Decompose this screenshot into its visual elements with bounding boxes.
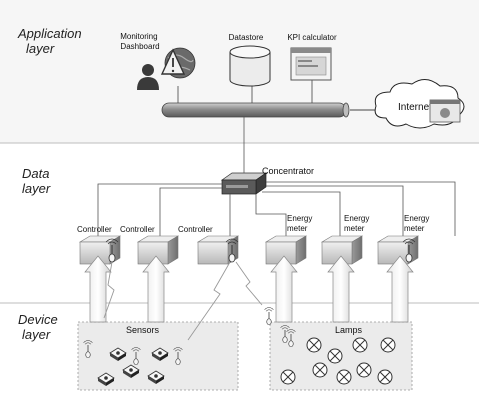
database-icon	[229, 45, 271, 87]
controller-label: Controller	[77, 225, 112, 234]
user-icon	[137, 64, 159, 90]
concentrator-label: Concentrator	[262, 166, 314, 176]
lamp-icon	[312, 362, 328, 378]
warning-triangle-icon	[160, 48, 186, 75]
device-layer-label: Device layer	[18, 312, 61, 342]
lamp-icon	[280, 369, 296, 385]
lamp-icon	[377, 369, 393, 385]
application-layer-label: Application layer	[17, 26, 85, 56]
application-window-icon	[290, 47, 332, 81]
lamp-icon	[306, 337, 322, 353]
internet-label: Internet	[398, 102, 432, 113]
energy-meter-label: Energy meter	[404, 214, 432, 233]
lamp-icon	[380, 337, 396, 353]
lamp-icon	[356, 362, 372, 378]
energy-meter-label: Energy meter	[344, 214, 372, 233]
lamp-icon	[327, 348, 343, 364]
datastore-label: Datastore	[229, 33, 264, 42]
concentrator-device	[220, 172, 268, 195]
application-bus	[161, 102, 350, 118]
lamps-label: Lamps	[335, 325, 363, 335]
monitoring-dashboard-label: Monitoring Dashboard	[120, 32, 160, 51]
controller-label: Controller	[120, 225, 155, 234]
wireless-link	[103, 261, 263, 341]
energy-meter-label: Energy meter	[287, 214, 315, 233]
lamp-icon	[352, 337, 368, 353]
lamp-icon	[336, 369, 352, 385]
controller-label: Controller	[178, 225, 213, 234]
data-layer-label: Data layer	[22, 166, 53, 196]
concentrator-wiring	[97, 181, 456, 236]
sensors-label: Sensors	[126, 325, 160, 335]
kpi-calculator-label: KPI calculator	[287, 33, 337, 42]
browser-window-icon	[429, 99, 461, 123]
